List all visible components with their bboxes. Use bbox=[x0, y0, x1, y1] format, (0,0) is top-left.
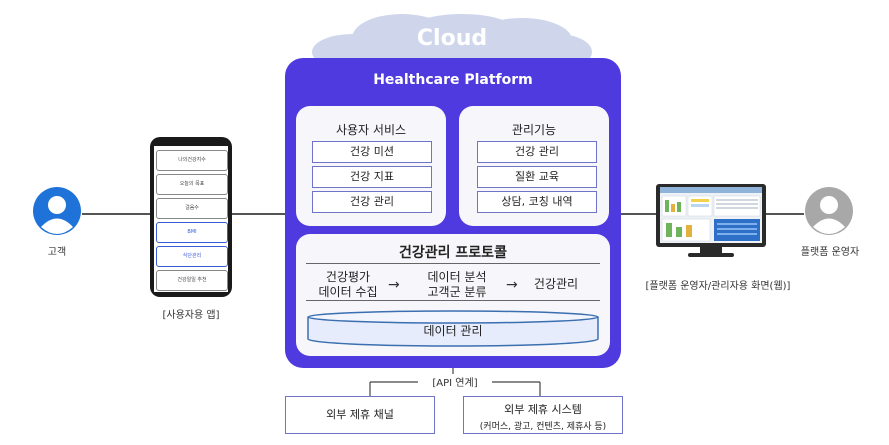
user-service-item: 건강 미션 bbox=[312, 141, 432, 163]
dashboard-screenshot-icon bbox=[660, 187, 762, 242]
protocol-step-analyze-line2: 고객군 분류 bbox=[427, 285, 487, 299]
protocol-step-collect-line1: 건강평가 bbox=[325, 270, 371, 284]
external-system-box: 외부 제휴 시스템 (커머스, 광고, 컨텐츠, 제휴사 등) bbox=[463, 396, 623, 434]
api-label: [API 연계] bbox=[418, 374, 492, 389]
user-service-item: 건강 지표 bbox=[312, 166, 432, 188]
monitor-stand bbox=[700, 247, 722, 253]
app-menu-item: 나의건강지수 bbox=[156, 150, 228, 171]
protocol-title: 건강관리 프로토콜 bbox=[399, 245, 507, 261]
app-to-platform-line bbox=[232, 213, 285, 215]
database-cylinder-icon bbox=[307, 310, 599, 347]
customer-label: 고객 bbox=[47, 247, 67, 258]
management-item: 질환 교육 bbox=[477, 166, 597, 188]
operator-label: 플랫폼 운영자 bbox=[800, 247, 860, 258]
management-title: 관리기능 bbox=[511, 123, 557, 137]
platform-to-monitor-line bbox=[621, 213, 656, 215]
external-system-title: 외부 제휴 시스템 bbox=[504, 403, 582, 416]
app-menu-item: BMI bbox=[156, 222, 228, 243]
db-label: 데이터 관리 bbox=[423, 324, 483, 338]
protocol-bottom-rule bbox=[306, 300, 600, 301]
app-menu-item: 식단관리 bbox=[156, 246, 228, 267]
customer-person-icon bbox=[33, 187, 81, 235]
user-service-title: 사용자 서비스 bbox=[335, 123, 407, 137]
protocol-top-rule bbox=[306, 263, 600, 264]
monitor-to-operator-line bbox=[766, 213, 804, 215]
arrow-right-icon: → bbox=[506, 277, 518, 293]
app-menu-item: 건강일일 추천 bbox=[156, 270, 228, 291]
monitor-screen bbox=[660, 187, 762, 243]
arrow-right-icon: → bbox=[388, 277, 400, 293]
platform-title: Healthcare Platform bbox=[373, 72, 533, 88]
customer-to-app-line bbox=[82, 213, 150, 215]
app-menu-item: 오늘의 목표 bbox=[156, 174, 228, 195]
app-menu-item: 걸음수 bbox=[156, 198, 228, 219]
management-item: 상담, 코칭 내역 bbox=[477, 191, 597, 213]
monitor-caption: [플랫폼 운영자/관리자용 화면(웹)] bbox=[645, 281, 791, 292]
protocol-step-collect-line2: 데이터 수집 bbox=[318, 285, 378, 299]
operator-person-icon bbox=[805, 187, 853, 235]
cloud-label: Cloud bbox=[416, 26, 488, 51]
user-service-item: 건강 관리 bbox=[312, 191, 432, 213]
monitor-foot bbox=[688, 253, 734, 257]
phone-caption: [사용자용 앱] bbox=[162, 310, 220, 321]
protocol-step-analyze-line1: 데이터 분석 bbox=[427, 270, 487, 284]
external-system-detail: (커머스, 광고, 컨텐츠, 제휴사 등) bbox=[479, 422, 607, 432]
external-channel-box: 외부 제휴 채널 bbox=[285, 396, 435, 434]
management-item: 건강 관리 bbox=[477, 141, 597, 163]
protocol-step-manage: 건강관리 bbox=[533, 277, 579, 291]
